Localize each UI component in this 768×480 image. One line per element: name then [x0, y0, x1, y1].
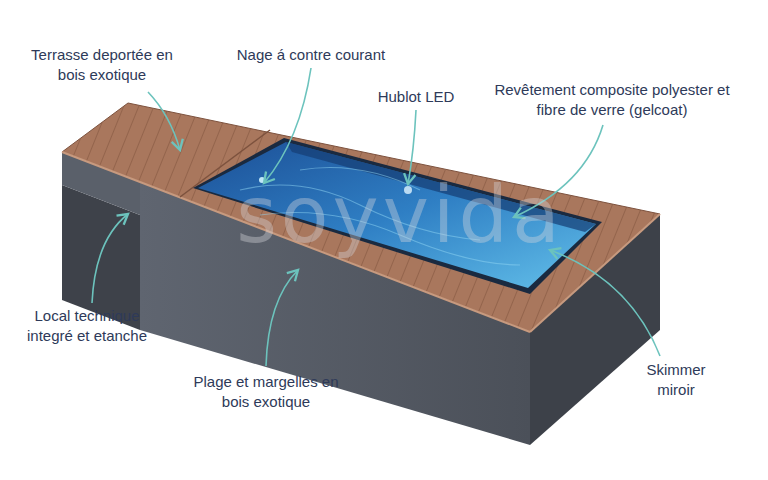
- callout-label: Local technique integré et etanche: [12, 306, 162, 346]
- wood-deck: [62, 103, 660, 332]
- callout-label: Revêtement composite polyester et fibre …: [487, 80, 737, 120]
- callout-label: Hublot LED: [378, 87, 455, 107]
- callout-label: Plage et margelles en bois exotique: [181, 372, 351, 412]
- callout-label: Terrasse deportée en bois exotique: [27, 45, 177, 85]
- pool-water: [198, 142, 596, 288]
- pool-rim: [193, 138, 602, 294]
- callout-label: Skimmer miroir: [636, 360, 716, 400]
- callout-label: Nage á contre courant: [237, 45, 385, 65]
- watermark: soyvida: [236, 170, 564, 260]
